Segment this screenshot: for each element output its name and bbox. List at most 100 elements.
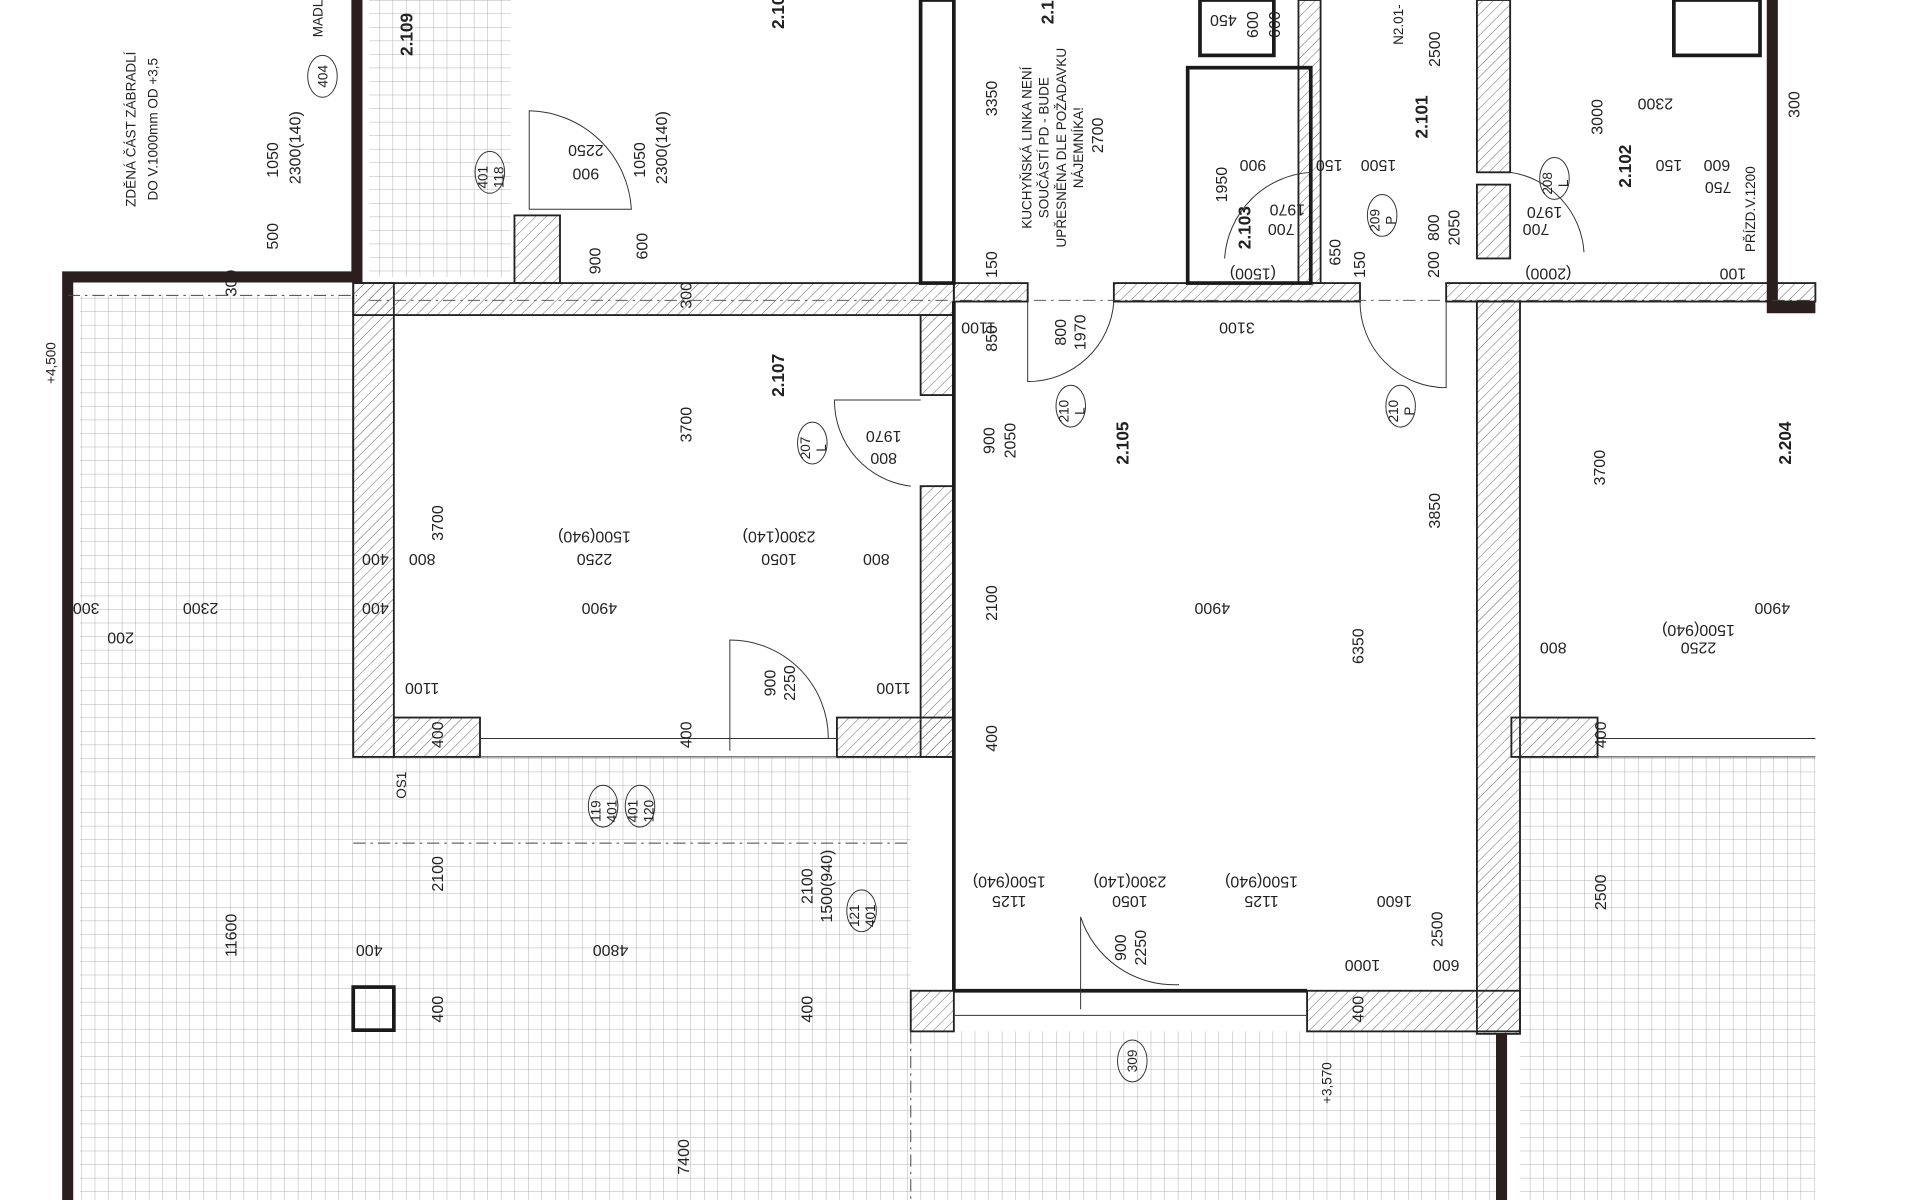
door-tag-circle	[1366, 193, 1398, 237]
dimension-label: 500	[265, 223, 282, 250]
dimension-label: 150	[984, 251, 1001, 278]
terrace-tiles	[80, 0, 1816, 1200]
dimension-label: 2250	[577, 550, 613, 567]
note-handrail: MADL	[310, 0, 325, 37]
room-label: 2.204	[1775, 421, 1795, 465]
door-tag-suffix: 401	[863, 904, 878, 927]
dimension-label: 1100	[961, 318, 996, 335]
dimension-label: 3700	[430, 505, 447, 541]
door-tag-number: 309	[1125, 1050, 1140, 1073]
door-tag-suffix: L	[1556, 179, 1571, 187]
dimension-label: 2100	[984, 585, 1001, 621]
door-tag-circle	[1117, 1039, 1148, 1083]
dimension-label: 1600	[1377, 892, 1413, 909]
note-kitchen-2: SOUČÁSTÍ PD - BUDE	[1037, 77, 1052, 218]
dimension-label: 1500(940)	[819, 850, 836, 923]
note-kitchen-1: KUCHYŇSKÁ LINKA NENÍ	[1019, 66, 1034, 228]
door-tag-number: 404	[315, 65, 330, 88]
dimension-label: 2100	[430, 856, 447, 892]
dimension-label: 850	[984, 325, 1001, 352]
dimension-label: 300	[1786, 91, 1803, 118]
door-tag-circle	[587, 784, 619, 828]
dimension-label: 400	[1593, 721, 1610, 748]
dimension-label: 1050	[1112, 892, 1148, 909]
dimension-label: 1970	[1073, 314, 1090, 350]
note-column: OS1	[394, 772, 409, 799]
dimension-label: 7400	[676, 1139, 693, 1175]
dimension-label: 1050	[761, 550, 797, 567]
room-label: 2.109	[396, 13, 416, 56]
dimension-label: 1050	[632, 142, 649, 178]
door-swings	[528, 110, 1585, 1010]
door-tag-number: 119	[589, 800, 604, 822]
dimension-label: 650	[1327, 239, 1344, 266]
dimension-label: 900	[981, 427, 998, 454]
door-tag-number: 210	[1386, 400, 1401, 423]
dimension-label: 800	[1540, 638, 1567, 655]
note-parapet: PŘÍZD.V.1200	[1743, 166, 1758, 252]
dimension-label: 450	[1210, 11, 1237, 28]
door-tag-number: 401	[626, 800, 641, 823]
dimension-label: 1050	[265, 142, 282, 178]
dimension-label: 1970	[1269, 200, 1305, 217]
dimension-label: 600	[1267, 11, 1284, 38]
note-railing-1: ZDĚNÁ ČÁST ZÁBRADLÍ	[123, 51, 138, 206]
dimension-label: 300	[73, 599, 100, 616]
dimension-label: 11600	[223, 914, 240, 957]
door-tag-circle	[1539, 157, 1570, 200]
dimension-label: 2250	[568, 141, 604, 158]
dimension-label: 400	[430, 721, 447, 748]
door-tag-suffix: P	[1402, 407, 1417, 416]
dimension-label: 150	[1352, 251, 1369, 278]
dimension-label: 800	[1053, 319, 1070, 346]
dimension-label: 1125	[992, 892, 1027, 909]
dimension-label: 900	[1239, 156, 1266, 173]
dimension-label: 1500(940)	[558, 528, 631, 545]
dimension-label: 2300(140)	[743, 528, 816, 545]
dimension-label: 3700	[1592, 450, 1609, 486]
dimension-label: (1500)	[1230, 264, 1276, 281]
dimension-label: 4900	[581, 599, 617, 616]
note-railing-2: DO V.1000mm OD +3,5	[146, 58, 161, 201]
dimension-label: 400	[362, 599, 389, 616]
dimension-label: 3700	[679, 407, 696, 443]
dimension-label: 1125	[1244, 892, 1279, 909]
dimension-label: 800	[409, 550, 436, 567]
dimension-label: 2300(140)	[1093, 872, 1166, 889]
dimension-label: 900	[1113, 934, 1130, 961]
dimension-label: 2250	[1681, 638, 1717, 655]
dimension-label: 2300(140)	[654, 111, 671, 184]
door-tag-circle	[1385, 384, 1416, 428]
dimension-label: 1500(940)	[1225, 872, 1298, 889]
dimension-label: 2500	[1427, 31, 1444, 67]
dimension-label: (2000)	[1525, 264, 1571, 281]
dimension-label: 600	[1433, 956, 1460, 973]
dimension-label: 3850	[1427, 493, 1444, 529]
dimension-label: 900	[762, 670, 779, 697]
dimension-label: 2500	[1593, 874, 1610, 910]
dimension-label: 150	[1316, 156, 1343, 173]
door-tag-suffix: 401	[605, 800, 620, 823]
door-tag-suffix: P	[1384, 216, 1399, 225]
dimension-label: 100	[1719, 264, 1746, 281]
dimension-label: 2300	[183, 599, 219, 616]
dimension-label: 600	[1245, 11, 1262, 38]
dimension-label: 200	[1426, 251, 1443, 278]
door-tag-circle	[1055, 384, 1087, 428]
dimension-label: 1500(940)	[973, 872, 1046, 889]
dimension-label: 2300	[1637, 94, 1673, 111]
dimension-label: 3100	[1219, 318, 1255, 335]
door-tag-circle	[846, 889, 877, 933]
dimension-label: 2250	[1133, 930, 1150, 966]
dimension-label: 1000	[1345, 956, 1381, 973]
dimension-label: 2050	[1002, 423, 1019, 459]
door-tag-number: 401	[475, 166, 490, 189]
dimension-label: 900	[572, 165, 599, 182]
dimension-label: 2100	[799, 868, 816, 904]
room-label: 2.103	[1234, 206, 1254, 249]
dimension-label: 3000	[1589, 99, 1606, 135]
dimension-label: 6350	[1351, 628, 1368, 664]
door-tag-circle	[474, 150, 506, 194]
dimension-label: 400	[430, 996, 447, 1023]
